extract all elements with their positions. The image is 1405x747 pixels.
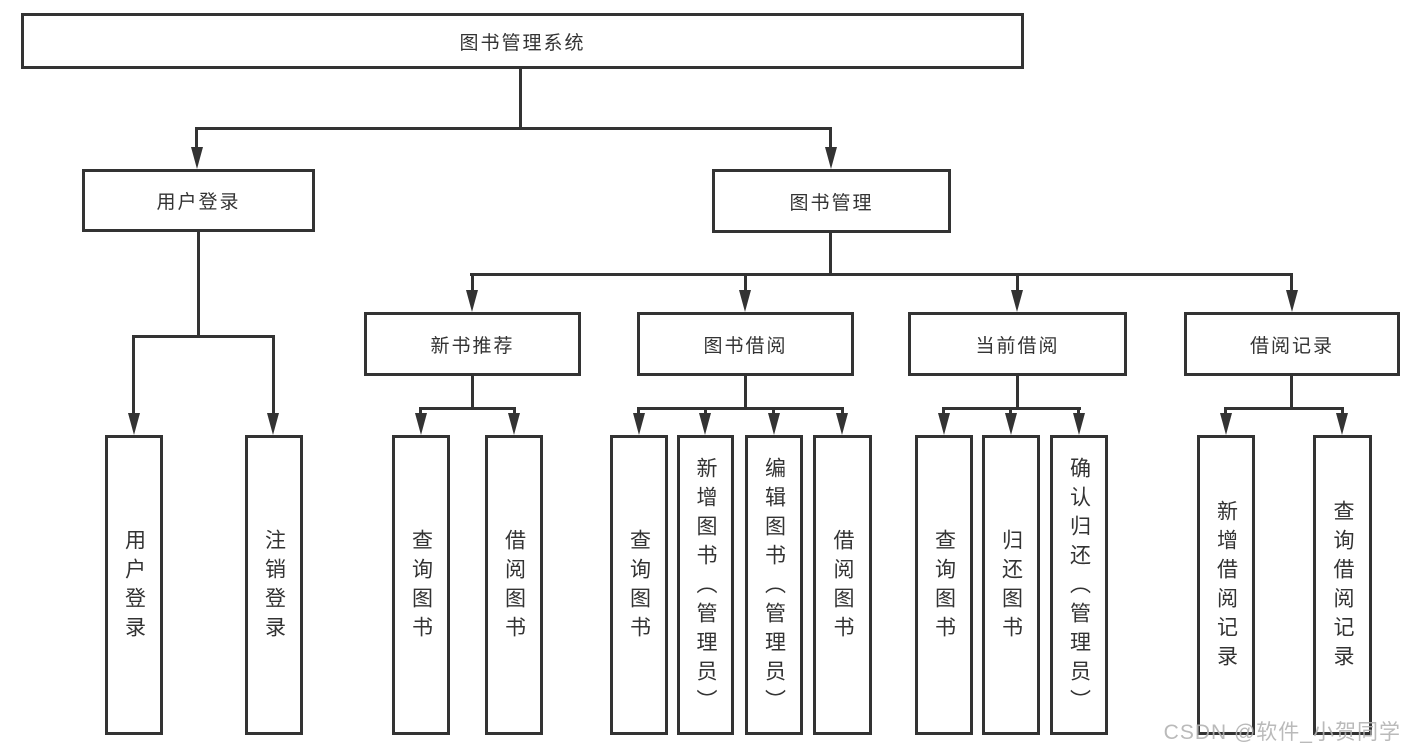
connector-arrow-icon [836,413,848,435]
connector-vline [419,407,422,415]
connector-vline [1290,376,1293,407]
leaf-edit-books-admin: 编辑图书（管理员） [745,435,803,735]
connector-vline [829,127,832,151]
connector-arrow-icon [267,413,279,435]
leaf-query-borrow-record: 查询借阅记录 [1313,435,1372,735]
connector-arrow-icon [1336,413,1348,435]
connector-vline [1341,407,1344,415]
watermark: CSDN @软件_小贺同学 [1163,721,1401,744]
connector-vline [1009,407,1012,415]
connector-vline [513,407,516,415]
connector-vline [1016,273,1019,292]
connector-arrow-icon [1011,290,1023,312]
connector-vline [1016,376,1019,407]
leaf-query-books-borrowing: 查询图书 [610,435,668,735]
connector-hline [637,407,844,410]
connector-hline [195,127,832,130]
leaf-logout: 注销登录 [245,435,303,735]
connector-vline [132,335,135,415]
connector-arrow-icon [466,290,478,312]
connector-arrow-icon [1005,413,1017,435]
leaf-add-books-admin: 新增图书（管理员） [677,435,734,735]
node-user-login: 用户登录 [82,169,315,232]
connector-vline [704,407,707,415]
connector-arrow-icon [825,147,837,169]
connector-vline [471,273,474,292]
node-book-management: 图书管理 [712,169,951,233]
connector-arrow-icon [508,413,520,435]
node-library-management-system: 图书管理系统 [21,13,1024,69]
node-book-borrowing: 图书借阅 [637,312,854,376]
connector-vline [1077,407,1080,415]
connector-arrow-icon [1220,413,1232,435]
connector-vline [1224,407,1227,415]
connector-arrow-icon [938,413,950,435]
connector-arrow-icon [415,413,427,435]
connector-vline [471,376,474,407]
leaf-query-books-recommend: 查询图书 [392,435,450,735]
leaf-confirm-return-admin: 确认归还（管理员） [1050,435,1108,735]
node-borrowing-records: 借阅记录 [1184,312,1400,376]
connector-arrow-icon [1073,413,1085,435]
connector-arrow-icon [699,413,711,435]
leaf-query-books-current: 查询图书 [915,435,973,735]
leaf-borrow-books-recommend: 借阅图书 [485,435,543,735]
connector-vline [195,127,198,151]
connector-vline [744,273,747,292]
leaf-borrow-books-borrowing: 借阅图书 [813,435,872,735]
connector-arrow-icon [633,413,645,435]
connector-arrow-icon [128,413,140,435]
connector-arrow-icon [739,290,751,312]
connector-vline [272,335,275,415]
connector-arrow-icon [191,147,203,169]
connector-hline [470,273,1293,276]
connector-vline [841,407,844,415]
connector-vline [637,407,640,415]
connector-vline [519,69,522,127]
connector-vline [197,232,200,335]
connector-vline [772,407,775,415]
node-current-borrowing: 当前借阅 [908,312,1127,376]
connector-hline [1224,407,1344,410]
connector-hline [419,407,516,410]
connector-hline [132,335,275,338]
connector-arrow-icon [768,413,780,435]
node-new-book-recommendation: 新书推荐 [364,312,581,376]
leaf-add-borrow-record: 新增借阅记录 [1197,435,1255,735]
leaf-user-login: 用户登录 [105,435,163,735]
leaf-return-books: 归还图书 [982,435,1040,735]
connector-arrow-icon [1286,290,1298,312]
connector-vline [744,376,747,407]
connector-vline [942,407,945,415]
connector-vline [829,233,832,273]
connector-vline [1290,273,1293,292]
